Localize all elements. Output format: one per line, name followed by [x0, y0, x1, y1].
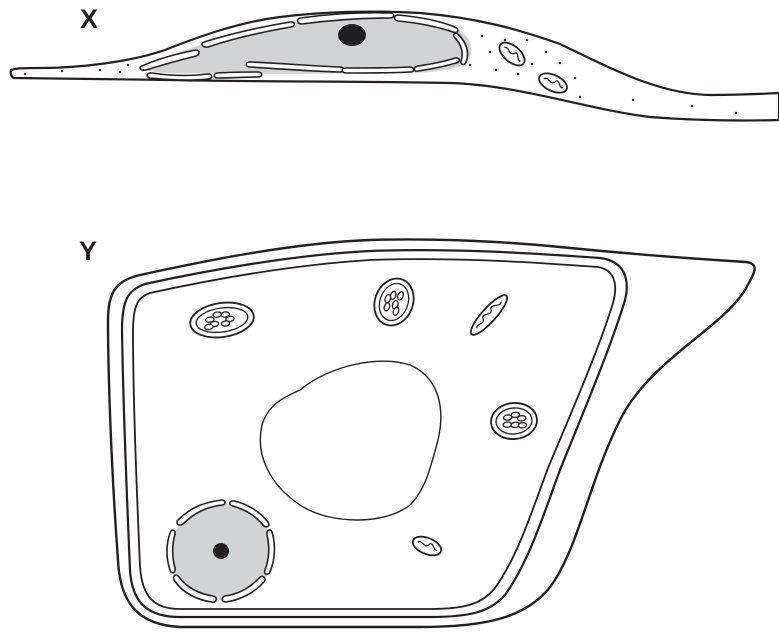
cell-x	[11, 12, 779, 121]
cell-y-label: Y	[79, 238, 97, 265]
cell-x-label: X	[80, 6, 98, 33]
cell-y-nucleolus	[213, 543, 229, 559]
cell-y	[108, 239, 755, 627]
cell-x-nucleolus	[338, 24, 366, 46]
